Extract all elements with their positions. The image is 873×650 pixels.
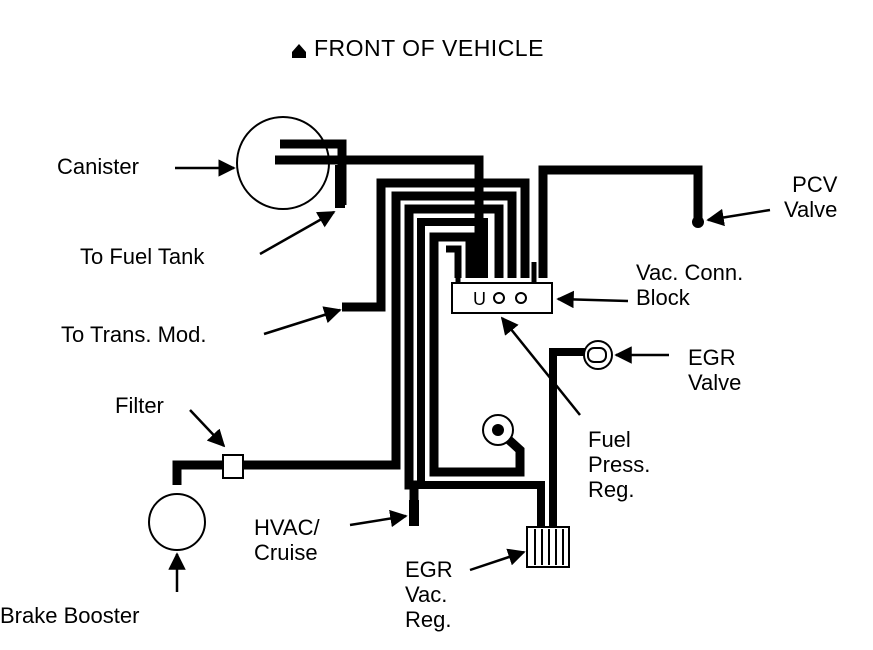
filter-label: Filter (115, 393, 164, 418)
egr-vac-reg-label: EGR Vac. Reg. (405, 557, 453, 632)
hvac-cruise-port (409, 500, 419, 526)
brake-booster (148, 493, 206, 551)
fuel-press-reg-label: Fuel Press. Reg. (588, 427, 651, 502)
pcv-valve (692, 216, 704, 228)
hose-fuel-press (429, 232, 525, 477)
pcv-valve-label: PCV Valve (784, 172, 838, 222)
hose-hvac (404, 204, 504, 515)
hose-brake-booster (172, 191, 517, 485)
to-fuel-tank-label: To Fuel Tank (80, 244, 205, 269)
vacuum-hoses (172, 139, 703, 527)
canister-label: Canister (57, 154, 139, 179)
hose-trans-mod (342, 178, 530, 312)
svg-text:U: U (473, 289, 486, 309)
filter (222, 454, 244, 479)
leader-arrows (168, 159, 771, 592)
hvac-cruise-label: HVAC/ Cruise (254, 515, 320, 565)
to-trans-mod-label: To Trans. Mod. (61, 322, 207, 347)
hose-egr-valve (549, 348, 590, 527)
hose-pcv (538, 165, 703, 278)
egr-valve-label: EGR Valve (688, 345, 742, 395)
front-arrow-icon (292, 44, 306, 58)
brake-booster-label: Brake Booster (0, 603, 140, 628)
vac-conn-block-label: Vac. Conn. Block (636, 260, 744, 310)
vac-conn-block (451, 282, 553, 314)
hose-canister-purge (275, 155, 484, 278)
hose-egr-reg-a (417, 218, 545, 527)
front-of-vehicle-title: FRONT OF VEHICLE (314, 35, 544, 61)
